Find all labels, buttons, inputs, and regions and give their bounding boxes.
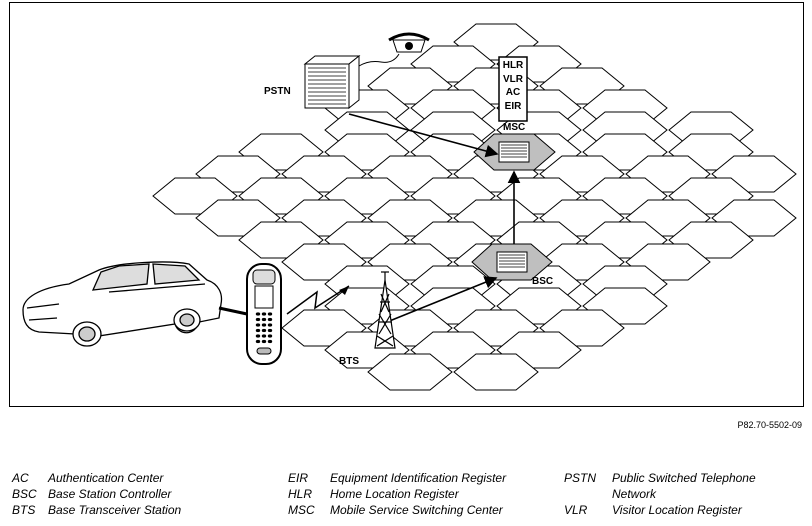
bsc-hex-highlight bbox=[471, 243, 553, 281]
cell-hexagon bbox=[367, 353, 453, 391]
msc-register-box bbox=[498, 56, 528, 122]
legend-item: BTS Base Transceiver Station bbox=[12, 502, 181, 518]
legend-abbr: HLR bbox=[288, 487, 313, 501]
connection-arrows bbox=[348, 113, 521, 323]
legend-column-3: PSTN Public Switched Telephone Network VL… bbox=[564, 470, 756, 518]
legend-abbr: VLR bbox=[564, 503, 588, 517]
ac-text: AC bbox=[505, 87, 521, 98]
legend-item: BSC Base Station Controller bbox=[12, 486, 181, 502]
msc-register-list: HLR VLR AC EIR bbox=[501, 59, 525, 113]
legend-text: Mobile Service Switching Center bbox=[330, 503, 503, 517]
mobile-phone-icon bbox=[246, 263, 282, 365]
legend-item: PSTN Public Switched Telephone bbox=[564, 470, 756, 486]
bsc-label: BSC bbox=[532, 276, 554, 287]
legend-abbr: PSTN bbox=[564, 471, 597, 485]
car-phone-cable bbox=[218, 306, 248, 316]
legend-item: Network bbox=[564, 486, 756, 502]
figure-reference: P82.70-5502-09 bbox=[737, 420, 802, 430]
legend-text: Home Location Register bbox=[330, 487, 459, 501]
legend-text: Base Station Controller bbox=[48, 487, 172, 501]
legend-abbr: MSC bbox=[288, 503, 315, 517]
hlr-text: HLR bbox=[502, 60, 524, 71]
network-diagram-frame: PSTN MSC BSC BTS HLR VLR AC EIR bbox=[9, 2, 804, 407]
legend-text: Equipment Identification Register bbox=[330, 471, 507, 485]
bts-tower-icon bbox=[374, 271, 396, 349]
legend-abbr: BTS bbox=[12, 503, 36, 517]
legend-text: Visitor Location Register bbox=[612, 503, 742, 517]
legend-abbr: EIR bbox=[288, 471, 309, 485]
legend-item: AC Authentication Center bbox=[12, 470, 181, 486]
legend-item: EIR Equipment Identification Register bbox=[288, 470, 506, 486]
legend-text: Public Switched Telephone bbox=[612, 471, 756, 485]
pstn-switch-icon bbox=[303, 54, 361, 110]
legend-item: HLR Home Location Register bbox=[288, 486, 506, 502]
eir-text: EIR bbox=[504, 100, 522, 112]
legend-item: MSC Mobile Service Switching Center bbox=[288, 502, 506, 518]
vlr-text: VLR bbox=[503, 73, 523, 85]
telephone-icon bbox=[358, 32, 430, 67]
msc-hex-highlight bbox=[473, 133, 556, 171]
car-icon bbox=[22, 261, 223, 347]
network-diagram bbox=[9, 2, 804, 407]
cell-hexagon bbox=[453, 353, 539, 391]
legend-abbr: AC bbox=[12, 471, 29, 485]
legend-column-2: EIR Equipment Identification Register HLR… bbox=[288, 470, 506, 518]
pstn-label: PSTN bbox=[264, 86, 291, 97]
legend-abbr: BSC bbox=[12, 487, 37, 501]
legend-column-1: AC Authentication Center BSC Base Station … bbox=[12, 470, 181, 518]
msc-label: MSC bbox=[503, 122, 526, 133]
legend-text: Authentication Center bbox=[48, 471, 164, 485]
legend-text: Network bbox=[612, 487, 657, 501]
bts-label: BTS bbox=[339, 356, 359, 367]
legend-text: Base Transceiver Station bbox=[48, 503, 182, 517]
radio-link-icon bbox=[286, 285, 350, 315]
legend-item: VLR Visitor Location Register bbox=[564, 502, 756, 518]
